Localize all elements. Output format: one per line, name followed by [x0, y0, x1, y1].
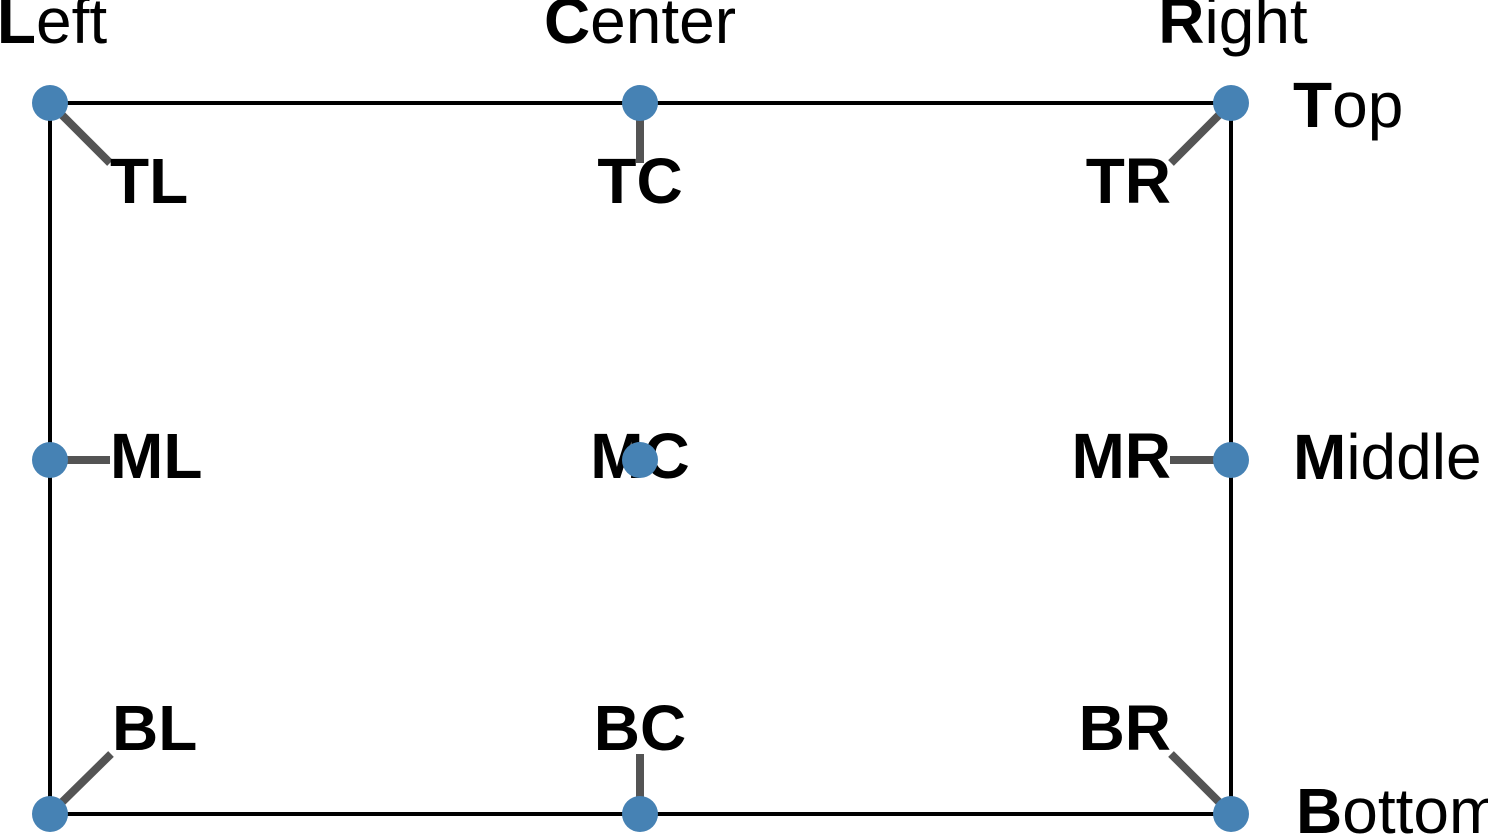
edge-label-left-initial: L	[0, 0, 36, 57]
anchor-label-bc: BC	[593, 692, 687, 764]
edge-label-middle-rest: iddle	[1346, 421, 1482, 493]
anchor-dot-bl	[32, 796, 68, 832]
edge-label-left: Left	[0, 0, 107, 53]
edge-label-bottom-rest: ottom	[1342, 775, 1488, 839]
anchor-label-bl: BL	[112, 692, 198, 764]
anchor-dot-br	[1213, 796, 1249, 832]
edge-label-center: Center	[544, 0, 736, 53]
anchor-dot-tr	[1213, 85, 1249, 121]
edge-label-bottom: Bottom	[1296, 779, 1488, 839]
anchor-dot-bc	[622, 796, 658, 832]
anchor-dot-mr	[1213, 442, 1249, 478]
anchor-label-tc: TC	[597, 145, 683, 217]
anchor-dot-ml	[32, 442, 68, 478]
edge-label-center-initial: C	[543, 0, 591, 57]
edge-label-middle: Middle	[1293, 425, 1482, 489]
anchor-label-ml: ML	[110, 420, 203, 492]
edge-label-right: Right	[1158, 0, 1307, 53]
anchor-label-mr: MR	[1071, 420, 1171, 492]
anchor-label-tr: TR	[1085, 145, 1171, 217]
anchor-dot-tc	[622, 85, 658, 121]
edge-label-top: Top	[1293, 73, 1403, 137]
edge-label-center-rest: enter	[590, 0, 737, 57]
edge-label-right-initial: R	[1158, 0, 1205, 57]
edge-label-top-rest: op	[1332, 69, 1404, 141]
edge-label-right-rest: ight	[1204, 0, 1308, 57]
edge-label-top-initial: T	[1293, 69, 1333, 141]
edge-label-left-rest: eft	[35, 0, 108, 57]
anchor-dot-mc	[622, 442, 658, 478]
edge-label-middle-initial: M	[1293, 421, 1347, 493]
anchor-dot-tl	[32, 85, 68, 121]
edge-label-bottom-initial: B	[1296, 775, 1343, 839]
anchor-label-br: BR	[1078, 692, 1171, 764]
anchor-label-tl: TL	[110, 145, 189, 217]
